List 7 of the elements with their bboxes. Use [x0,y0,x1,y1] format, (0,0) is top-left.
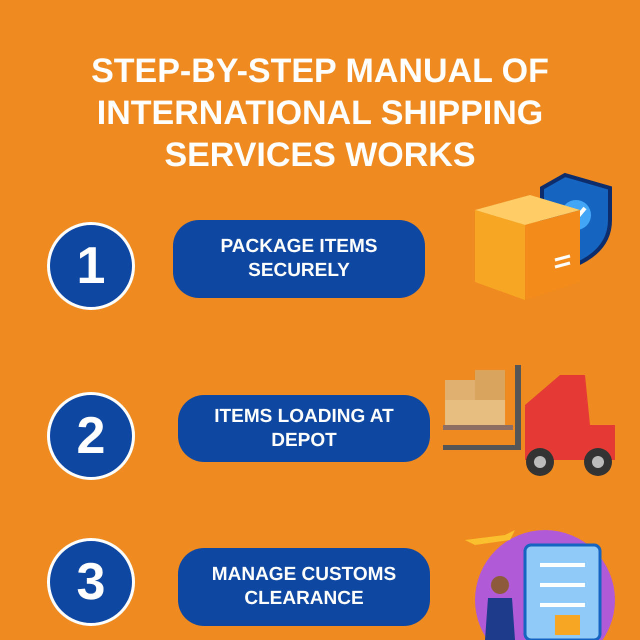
step-number-circle: 1 [47,222,135,310]
step-number-circle: 3 [47,538,135,626]
step-label-pill: MANAGE CUSTOMS CLEARANCE [178,548,430,626]
title-heading: STEP-BY-STEP MANUAL OF INTERNATIONAL SHIPPING SERVICES WORKS [90,51,550,176]
step-label-pill: ITEMS LOADING AT DEPOT [178,395,430,462]
step-number-circle: 2 [47,392,135,480]
step-label-pill: PACKAGE ITEMS SECURELY [173,220,425,298]
